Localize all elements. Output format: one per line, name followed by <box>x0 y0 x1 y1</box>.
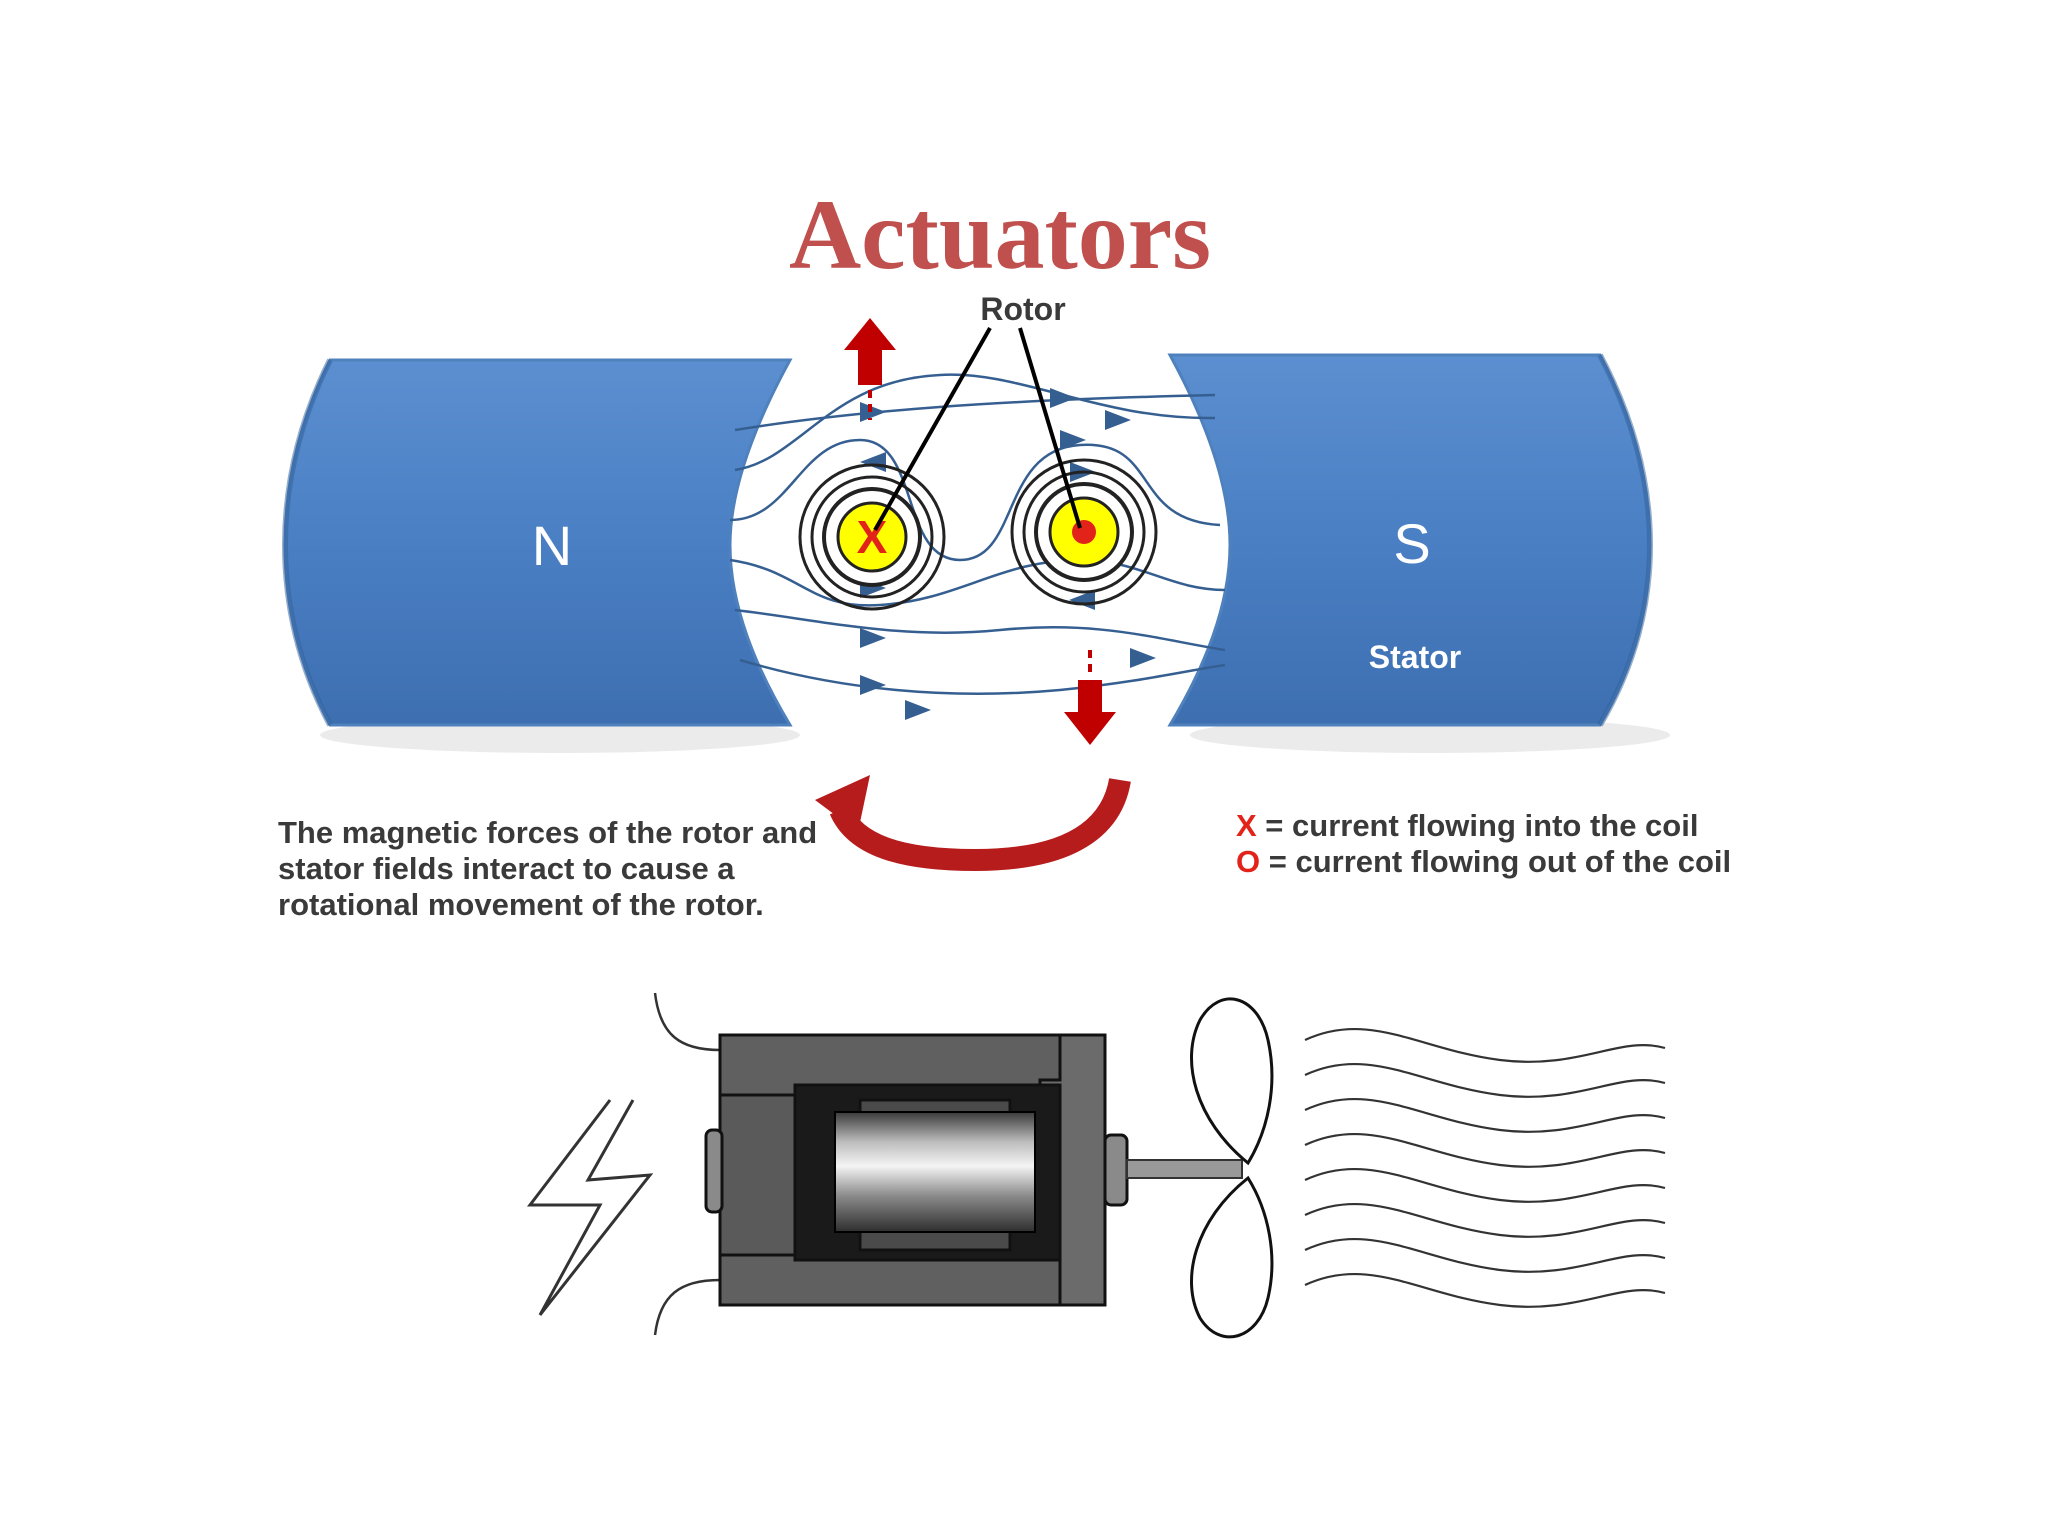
lightning-bolt-icon <box>526 1099 654 1316</box>
legend-symbol: X <box>1236 808 1257 843</box>
dc-motor <box>704 1033 1129 1307</box>
down-force-arrow <box>1064 680 1116 745</box>
legend-symbol: O <box>1236 844 1261 879</box>
diagram-caption: The magnetic forces of the rotor and sta… <box>278 815 818 922</box>
field-arrow <box>860 402 886 422</box>
field-arrow <box>1050 388 1076 408</box>
field-arrow <box>1105 410 1131 430</box>
south-pole-label: S <box>1393 512 1430 575</box>
magnetic-field-lines <box>729 373 1226 695</box>
legend-item-in: X = current flowing into the coil <box>1236 808 1731 844</box>
rotation-arrow <box>815 775 1131 872</box>
legend-text: = current flowing out of the coil <box>1260 844 1732 879</box>
force-arrows <box>844 318 1116 745</box>
motor-shaft <box>1126 1159 1243 1179</box>
legend-text: = current flowing into the coil <box>1256 808 1699 843</box>
rotor-pointer-lines <box>873 327 1082 531</box>
slide-title: Actuators <box>788 179 1212 290</box>
field-arrow <box>860 675 886 695</box>
airflow-lines-icon <box>1304 1027 1666 1308</box>
up-force-arrow <box>844 318 896 385</box>
rotor-coil-in <box>798 463 946 611</box>
rotor-label: Rotor <box>980 291 1065 327</box>
power-wires <box>653 992 721 1336</box>
stator-label: Stator <box>1369 639 1461 675</box>
north-pole-label: N <box>532 514 572 577</box>
field-arrow <box>905 700 931 720</box>
field-arrow <box>860 452 886 472</box>
rotor-coil-out <box>1010 458 1158 606</box>
coil-legend: X = current flowing into the coil O = cu… <box>1236 808 1731 880</box>
propeller-icon <box>1190 997 1274 1339</box>
field-arrow <box>860 628 886 648</box>
legend-item-out: O = current flowing out of the coil <box>1236 844 1731 880</box>
field-arrow <box>1130 648 1156 668</box>
field-arrow <box>1060 430 1086 450</box>
